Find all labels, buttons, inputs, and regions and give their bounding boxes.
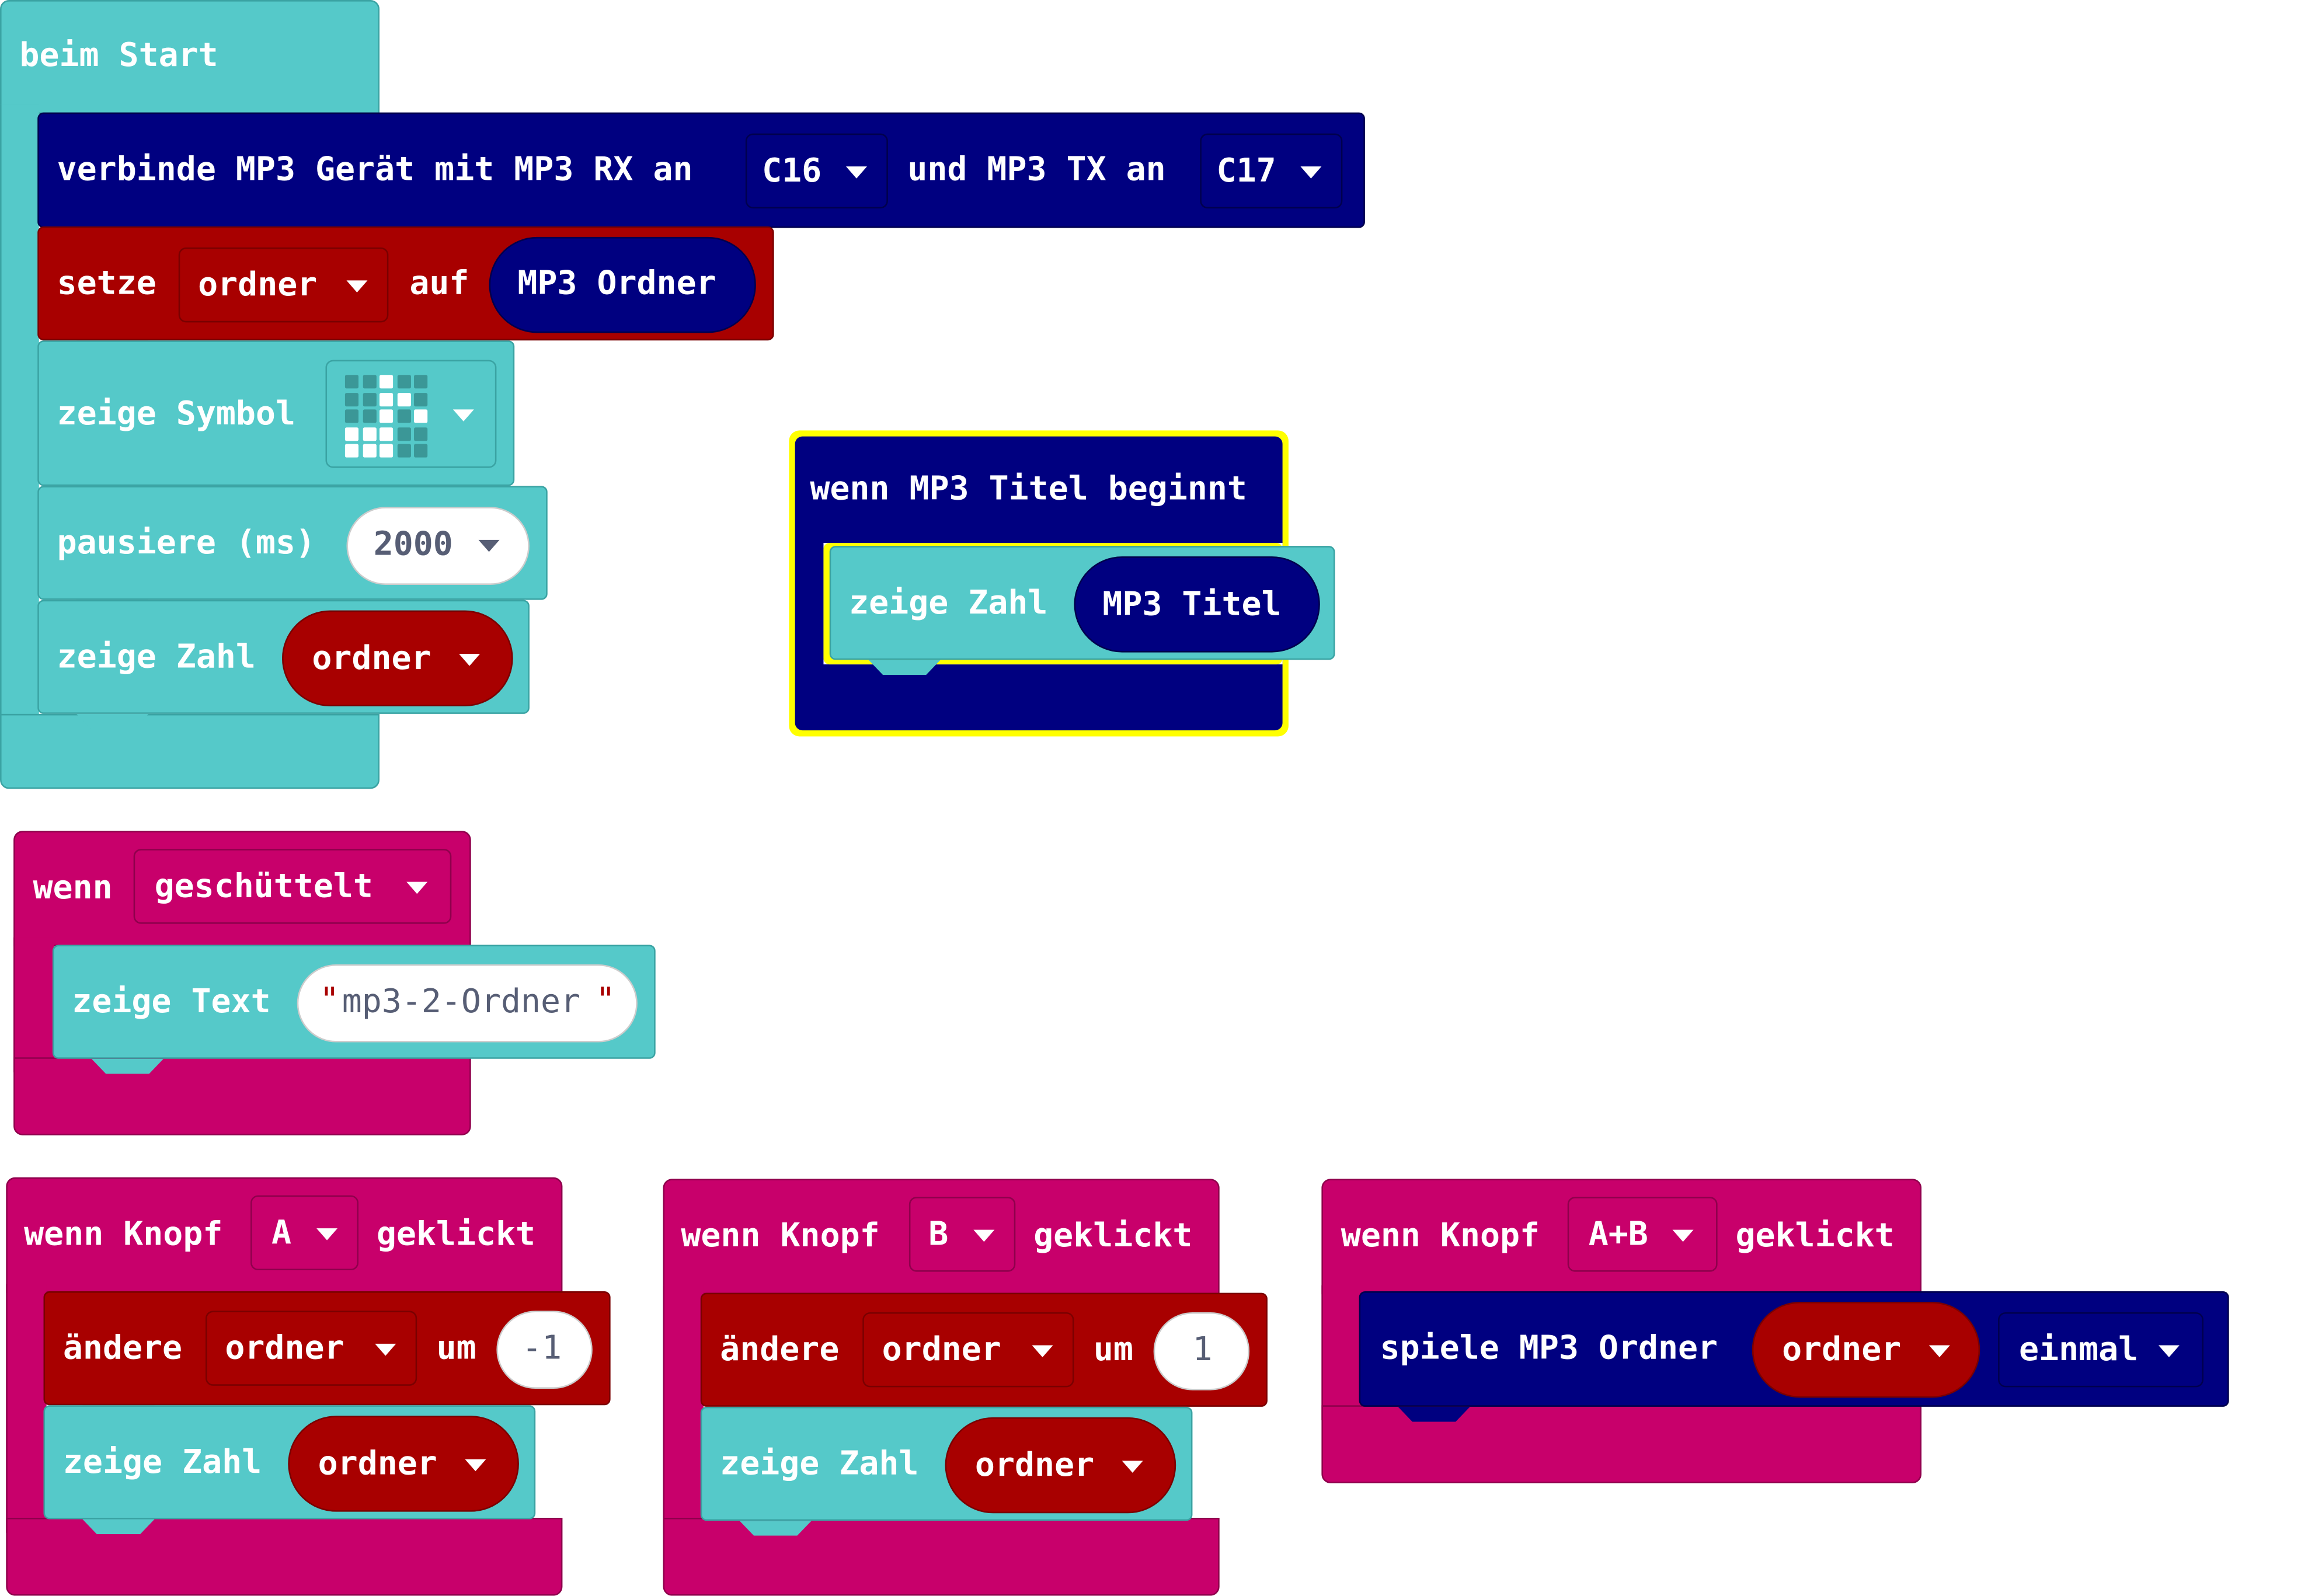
- button-value: A+B: [1588, 1216, 1648, 1254]
- button-dropdown[interactable]: A: [250, 1195, 359, 1271]
- text-input[interactable]: " mp3-2-Ordner ": [297, 964, 638, 1043]
- chevron-down-icon: [459, 654, 481, 666]
- show-text-label: zeige Text: [72, 984, 271, 1022]
- button-dropdown[interactable]: B: [908, 1197, 1016, 1272]
- to-label: auf: [409, 265, 469, 303]
- variable-dropdown[interactable]: ordner: [178, 247, 389, 323]
- chevron-down-icon: [465, 1459, 486, 1472]
- button-value: A: [271, 1214, 292, 1253]
- tx-pin-dropdown[interactable]: C17: [1200, 133, 1343, 209]
- chevron-down-icon: [1672, 1229, 1694, 1242]
- connect-mp3-label: verbinde MP3 Gerät mit MP3 RX an: [57, 151, 693, 189]
- play-mode-dropdown[interactable]: einmal: [1998, 1312, 2204, 1388]
- variable-reporter[interactable]: ordner: [945, 1417, 1176, 1514]
- chevron-down-icon: [973, 1229, 995, 1242]
- clicked-label: geklickt: [1033, 1218, 1193, 1256]
- show-number-label: zeige Zahl: [62, 1444, 262, 1482]
- variable-name: ordner: [318, 1445, 437, 1483]
- mp3-track-label: MP3 Titel: [1102, 586, 1282, 624]
- variable-reporter[interactable]: ordner: [1752, 1301, 1980, 1398]
- chevron-down-icon: [478, 539, 500, 552]
- connect-mp3-middle-label: und MP3 TX an: [907, 151, 1166, 189]
- change-label: ändere: [720, 1332, 840, 1370]
- chevron-down-icon: [1300, 166, 1322, 179]
- show-number-block[interactable]: zeige Zahl MP3 Titel: [829, 546, 1335, 675]
- chevron-down-icon: [452, 409, 474, 421]
- rx-pin-dropdown[interactable]: C16: [745, 133, 888, 209]
- set-variable-block[interactable]: setze ordner auf MP3 Ordner: [37, 226, 774, 356]
- show-number-label: zeige Zahl: [720, 1445, 919, 1483]
- when-label: wenn: [33, 870, 113, 908]
- variable-name: ordner: [312, 640, 431, 678]
- rx-pin-value: C16: [762, 153, 822, 191]
- icon-dropdown[interactable]: [325, 360, 497, 468]
- text-value: mp3-2-Ordner: [342, 984, 581, 1022]
- play-mp3-folder-label: spiele MP3 Ordner: [1380, 1330, 1718, 1368]
- button-value: B: [928, 1216, 949, 1254]
- change-variable-block[interactable]: ändere ordner um -1: [43, 1291, 611, 1420]
- variable-name: ordner: [882, 1332, 1001, 1370]
- variable-name: ordner: [225, 1330, 344, 1368]
- play-mode-value: einmal: [2019, 1332, 2139, 1370]
- change-label: ändere: [62, 1330, 183, 1368]
- show-number-label: zeige Zahl: [57, 639, 256, 677]
- on-start-label: beim Start: [19, 37, 218, 75]
- change-amount-input[interactable]: -1: [496, 1311, 593, 1389]
- when-button-label: wenn Knopf: [681, 1218, 880, 1256]
- variable-name: ordner: [1782, 1332, 1902, 1370]
- music-note-icon: [344, 375, 428, 458]
- variable-dropdown[interactable]: ordner: [205, 1311, 417, 1386]
- by-label: um: [1093, 1332, 1133, 1370]
- show-number-block[interactable]: zeige Zahl ordner: [43, 1405, 536, 1535]
- set-label: setze: [57, 265, 156, 303]
- chevron-down-icon: [375, 1343, 396, 1356]
- open-quote: ": [319, 982, 340, 1020]
- variable-reporter[interactable]: ordner: [281, 610, 513, 707]
- gesture-value: geschüttelt: [154, 868, 373, 906]
- change-variable-block[interactable]: ändere ordner um 1: [700, 1292, 1268, 1422]
- tx-pin-value: C17: [1216, 153, 1276, 191]
- chevron-down-icon: [1928, 1345, 1950, 1358]
- chevron-down-icon: [2158, 1345, 2180, 1358]
- when-button-label: wenn Knopf: [24, 1216, 223, 1254]
- connect-mp3-block[interactable]: verbinde MP3 Gerät mit MP3 RX an C16 und…: [37, 112, 1365, 243]
- pause-label: pausiere (ms): [57, 525, 315, 563]
- variable-name: ordner: [198, 267, 318, 305]
- mp3-track-reporter[interactable]: MP3 Titel: [1074, 556, 1320, 653]
- pause-duration-input[interactable]: 2000: [346, 507, 530, 585]
- change-amount-input[interactable]: 1: [1153, 1312, 1250, 1391]
- variable-dropdown[interactable]: ordner: [862, 1312, 1074, 1388]
- gesture-dropdown[interactable]: geschüttelt: [133, 849, 452, 924]
- change-amount-value: 1: [1192, 1332, 1213, 1370]
- variable-name: ordner: [974, 1447, 1095, 1485]
- chevron-down-icon: [346, 280, 368, 292]
- mp3-folder-label: MP3 Ordner: [517, 265, 716, 303]
- chevron-down-icon: [845, 166, 867, 179]
- track-start-label: wenn MP3 Titel beginnt: [810, 471, 1247, 508]
- show-number-block[interactable]: zeige Zahl ordner: [37, 600, 530, 729]
- show-icon-label: zeige Symbol: [57, 396, 295, 434]
- show-icon-block[interactable]: zeige Symbol: [37, 340, 515, 501]
- show-number-label: zeige Zahl: [849, 584, 1048, 623]
- change-amount-value: -1: [522, 1330, 562, 1368]
- play-mp3-folder-block[interactable]: spiele MP3 Ordner ordner einmal: [1359, 1291, 2229, 1422]
- chevron-down-icon: [1122, 1461, 1143, 1473]
- when-button-label: wenn Knopf: [1341, 1218, 1540, 1256]
- close-quote: ": [595, 982, 615, 1020]
- show-text-block[interactable]: zeige Text " mp3-2-Ordner ": [52, 945, 656, 1074]
- clicked-label: geklickt: [376, 1216, 536, 1254]
- chevron-down-icon: [1032, 1345, 1053, 1358]
- pause-duration-value: 2000: [373, 526, 453, 564]
- clicked-label: geklickt: [1735, 1218, 1895, 1256]
- variable-reporter[interactable]: ordner: [288, 1416, 519, 1512]
- pause-block[interactable]: pausiere (ms) 2000: [37, 486, 548, 615]
- button-dropdown[interactable]: A+B: [1567, 1197, 1718, 1272]
- mp3-folder-reporter[interactable]: MP3 Ordner: [489, 236, 756, 333]
- by-label: um: [436, 1330, 476, 1368]
- chevron-down-icon: [316, 1228, 338, 1240]
- chevron-down-icon: [406, 881, 428, 894]
- show-number-block[interactable]: zeige Zahl ordner: [700, 1406, 1193, 1536]
